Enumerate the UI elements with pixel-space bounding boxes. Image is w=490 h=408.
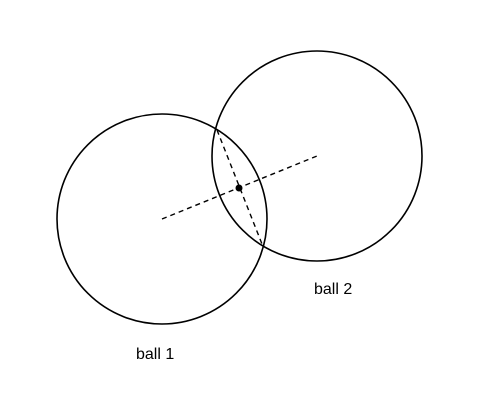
ball-1-label: ball 1 bbox=[136, 346, 175, 363]
ball-2-label: ball 2 bbox=[314, 281, 353, 298]
ball-1-circle bbox=[56, 113, 268, 325]
contact-plane-line bbox=[216, 129, 263, 245]
contact-point bbox=[235, 184, 243, 192]
ball-2-circle bbox=[211, 50, 423, 262]
